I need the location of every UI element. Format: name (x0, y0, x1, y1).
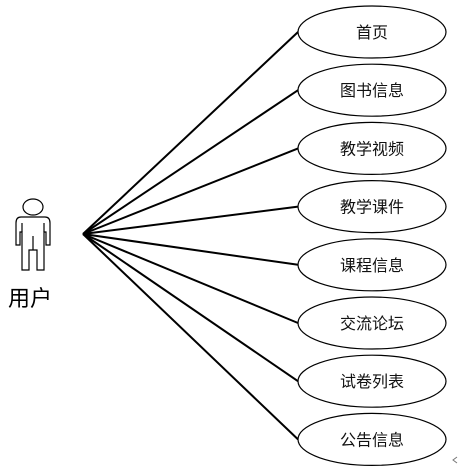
use-case-label: 课程信息 (340, 256, 404, 275)
use-case-ellipse (297, 412, 447, 466)
use-case-label: 交流论坛 (340, 314, 404, 333)
use-case-label: 试卷列表 (340, 372, 404, 391)
association-line (82, 233, 299, 441)
use-case-label: 教学课件 (340, 198, 404, 217)
actor-label: 用户 (8, 287, 52, 312)
use-case-ellipse (297, 238, 447, 292)
actor-user[interactable]: 用户 (8, 198, 52, 312)
use-case-ellipse (297, 121, 447, 175)
use-case-8[interactable]: 公告信息 (297, 412, 447, 466)
use-case-ellipse (297, 180, 447, 234)
association-line (82, 31, 299, 235)
use-case-4[interactable]: 教学课件 (297, 180, 447, 234)
use-case-ellipse (297, 296, 447, 350)
use-case-ellipse (297, 5, 447, 59)
use-case-6[interactable]: 交流论坛 (297, 296, 447, 350)
use-case-3[interactable]: 教学视频 (297, 121, 447, 175)
use-case-2[interactable]: 图书信息 (297, 63, 447, 117)
use-case-label: 公告信息 (340, 430, 404, 449)
use-case-label: 首页 (356, 23, 388, 42)
corner-arrow-icon (452, 456, 458, 464)
use-case-1[interactable]: 首页 (297, 5, 447, 59)
use-case-label: 图书信息 (340, 81, 404, 100)
association-line (82, 233, 299, 324)
association-line (82, 233, 299, 383)
person-icon (15, 198, 51, 271)
use-case-5[interactable]: 课程信息 (297, 238, 447, 292)
use-case-ellipse (297, 63, 447, 117)
use-case-label: 教学视频 (340, 139, 404, 158)
association-line (82, 147, 299, 235)
association-line (82, 233, 299, 266)
use-case-ellipse (297, 354, 447, 408)
use-case-7[interactable]: 试卷列表 (297, 354, 447, 408)
association-line (82, 89, 299, 235)
association-lines (82, 31, 299, 441)
association-line (82, 205, 299, 235)
